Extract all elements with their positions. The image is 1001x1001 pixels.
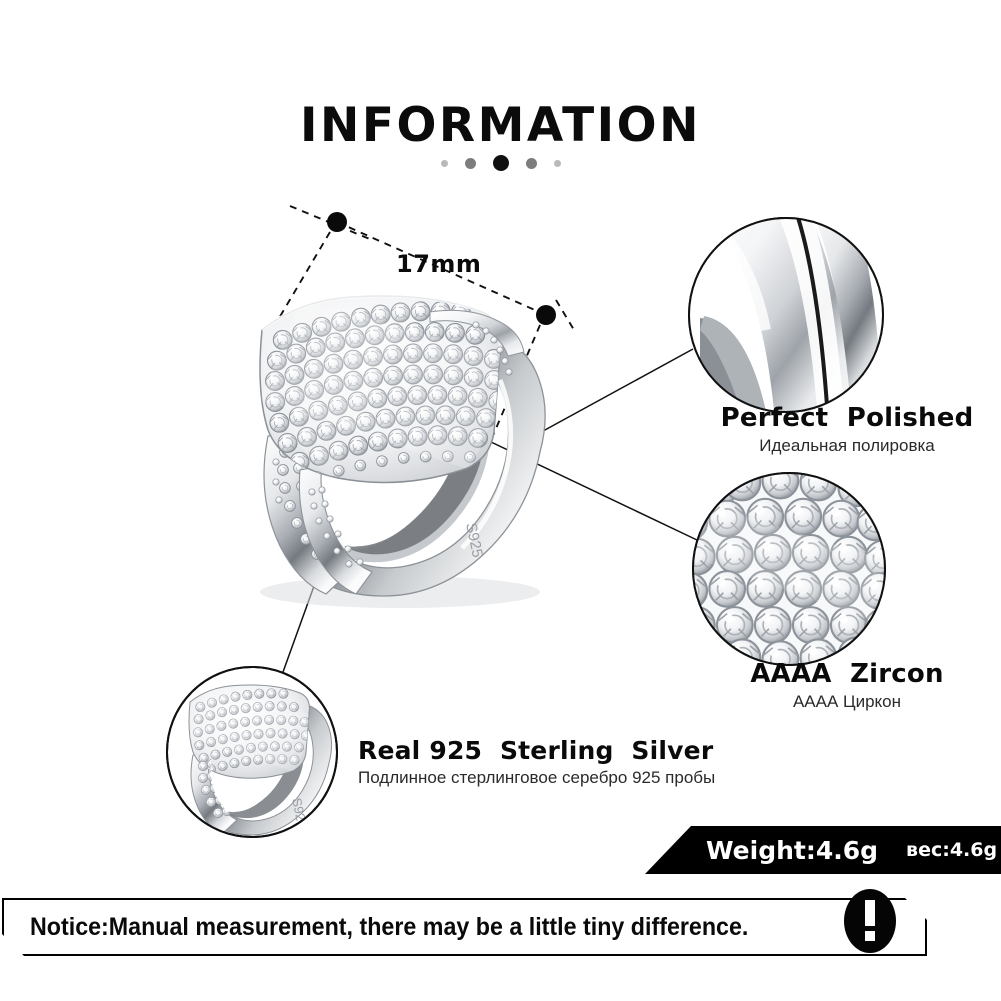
notice-frame bbox=[2, 898, 927, 956]
weight-banner: Weight:4.6g вес:4.6g bbox=[645, 826, 1001, 874]
measurement-label: 17mm bbox=[396, 250, 482, 278]
feature-aaaa-zircon: AAAA Zircon АААА Циркон bbox=[694, 659, 1000, 712]
notice-bar: Notice:Manual measurement, there may be … bbox=[2, 898, 927, 956]
milgrain-stones bbox=[472, 321, 513, 376]
weight-label-en: Weight:4.6g bbox=[706, 835, 879, 865]
dimension-dot-left bbox=[327, 212, 347, 232]
main-ring-image: S925 bbox=[259, 294, 546, 608]
decorative-dots bbox=[0, 152, 1001, 174]
decorative-dot-4 bbox=[525, 157, 537, 169]
dimension-dot-right bbox=[536, 305, 556, 325]
hallmark-text: S925 bbox=[462, 521, 486, 559]
notice-text: Notice:Manual measurement, there may be … bbox=[30, 912, 749, 941]
decorative-dot-5 bbox=[553, 159, 561, 167]
weight-label-ru: вес:4.6g bbox=[906, 839, 998, 861]
feature-subtitle: Подлинное стерлинговое серебро 925 пробы bbox=[358, 768, 716, 787]
cushion-face-pave bbox=[260, 296, 501, 483]
left-shank-pave bbox=[272, 444, 340, 570]
decorative-dot-3 bbox=[492, 155, 509, 171]
svg-text:S925: S925 bbox=[289, 797, 310, 830]
leader-lines bbox=[282, 348, 698, 673]
feature-title: Perfect Polished bbox=[720, 403, 974, 433]
feature-perfect-polished: Perfect Polished Идеальная полировка bbox=[694, 403, 1000, 456]
callout-aaaa-zircon bbox=[692, 472, 886, 666]
decorative-dot-2 bbox=[464, 157, 476, 169]
callout-real-925-silver: S925 bbox=[166, 666, 338, 838]
callout-perfect-polished bbox=[688, 217, 884, 413]
feature-title: AAAA Zircon bbox=[750, 659, 944, 689]
feature-title: Real 925 Sterling Silver bbox=[358, 736, 714, 765]
page-title: INFORMATION bbox=[300, 98, 701, 153]
weight-banner-shape bbox=[645, 826, 1001, 874]
feature-subtitle: АААА Циркон bbox=[792, 692, 902, 711]
feature-subtitle: Идеальная полировка bbox=[759, 436, 935, 455]
exclamation-icon bbox=[844, 889, 896, 953]
feature-real-925-sterling-silver: Real 925 Sterling Silver Подлинное стерл… bbox=[358, 736, 998, 788]
decorative-dot-1 bbox=[440, 159, 448, 167]
dimension-lines bbox=[271, 205, 575, 453]
